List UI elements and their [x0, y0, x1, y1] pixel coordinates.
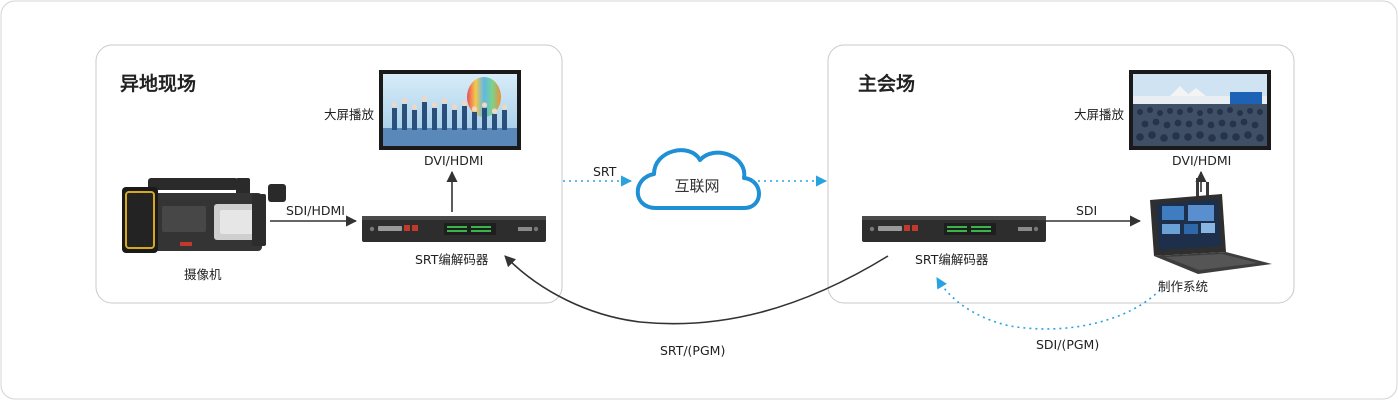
edge-label-sdi-hdmi: SDI/HDMI [286, 203, 345, 218]
main-screen-icon [1129, 70, 1271, 150]
edge-sdi-pgm-return [936, 277, 1161, 330]
edge-label-dvi-hdmi-remote: DVI/HDMI [424, 153, 484, 168]
camera-icon [122, 178, 286, 253]
edge-label-srt: SRT [593, 164, 617, 179]
production-label: 制作系统 [1158, 279, 1209, 294]
cloud-icon: 互联网 [635, 148, 761, 210]
region-title-remote: 异地现场 [120, 73, 197, 95]
region-title-main: 主会场 [858, 73, 916, 95]
remote-codec-icon [362, 216, 546, 242]
edge-srt-pgm-return [504, 255, 889, 325]
main-codec-icon [862, 216, 1046, 242]
edge-label-sdi: SDI [1076, 203, 1098, 218]
remote-codec-label: SRT编解码器 [415, 252, 489, 267]
production-system-icon [1150, 178, 1272, 274]
remote-screen-icon [379, 70, 521, 150]
cloud-label: 互联网 [674, 177, 719, 195]
edge-label-srt-pgm: SRT/(PGM) [660, 343, 726, 358]
main-codec-label: SRT编解码器 [915, 252, 989, 267]
edge-label-dvi-hdmi-main: DVI/HDMI [1172, 153, 1232, 168]
edge-label-sdi-pgm: SDI/(PGM) [1036, 337, 1100, 352]
remote-screen-label: 大屏播放 [324, 107, 375, 122]
main-screen-label: 大屏播放 [1074, 107, 1125, 122]
camera-label: 摄像机 [184, 267, 222, 282]
